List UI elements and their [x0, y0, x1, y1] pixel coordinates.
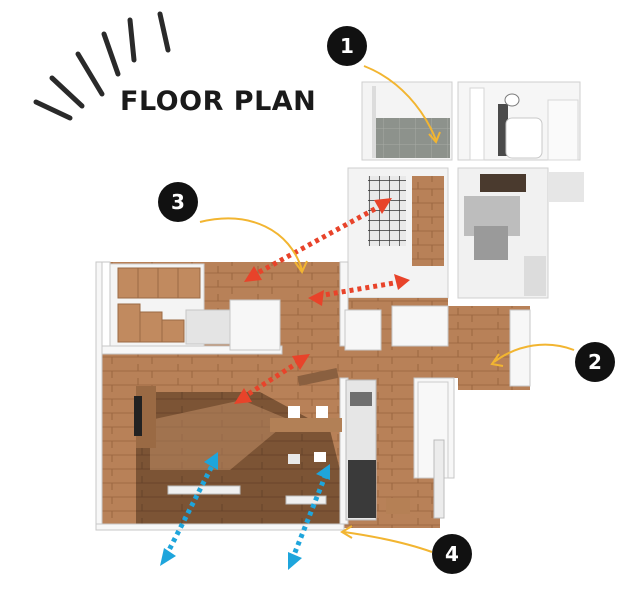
callout-curve-icon — [199, 65, 575, 553]
bathroom-area — [361, 81, 581, 161]
marker-3: 3 — [158, 182, 198, 222]
marker-4: 4 — [432, 534, 472, 574]
stairs — [99, 261, 231, 349]
double-arrow-red-icon — [234, 198, 410, 404]
kitchen-area — [347, 167, 584, 299]
windows — [167, 439, 445, 519]
page-title: FLOOR PLAN — [120, 86, 317, 117]
double-arrow-blue-icon — [160, 452, 330, 570]
marker-2: 2 — [575, 342, 615, 382]
living-furniture — [134, 367, 342, 464]
marker-1: 1 — [327, 26, 367, 66]
kitchen-counter — [345, 379, 449, 521]
